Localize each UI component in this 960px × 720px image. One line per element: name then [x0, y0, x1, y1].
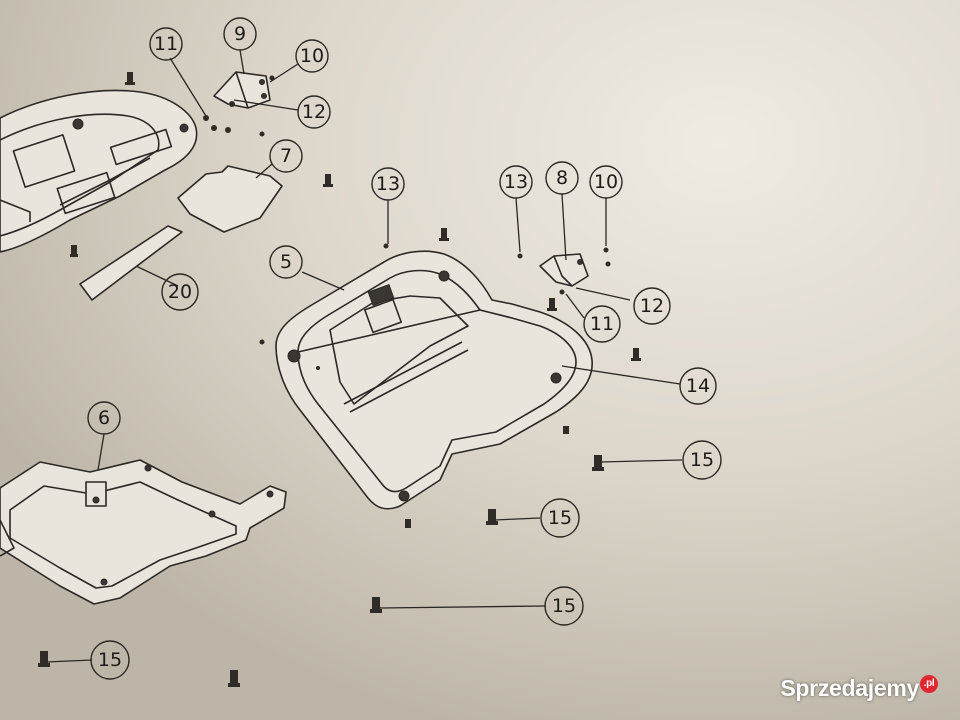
pin-d	[439, 228, 449, 241]
callout-11-top: 11	[149, 27, 183, 61]
svg-text:14: 14	[686, 375, 710, 397]
callout-13-left: 13	[371, 167, 405, 201]
pin-l	[405, 519, 411, 528]
callout-15-d: 15	[90, 640, 130, 680]
callout-8: 8	[545, 161, 579, 195]
svg-text:15: 15	[98, 649, 122, 671]
svg-text:13: 13	[504, 171, 528, 193]
callout-12-top: 12	[297, 95, 331, 129]
pin-a	[125, 72, 135, 85]
part-5-tray	[275, 250, 593, 510]
callout-5: 5	[269, 245, 303, 279]
console-housing	[0, 89, 198, 253]
callout-9: 9	[223, 17, 257, 51]
part-7-plate	[177, 165, 283, 233]
callout-15-a: 15	[682, 440, 722, 480]
pin-h	[486, 509, 498, 525]
callout-14: 14	[679, 367, 717, 405]
svg-text:11: 11	[590, 313, 614, 335]
screw-k	[559, 289, 565, 295]
screw-i	[603, 247, 609, 253]
svg-text:15: 15	[548, 507, 572, 529]
svg-text:6: 6	[98, 407, 110, 429]
svg-text:15: 15	[552, 595, 576, 617]
screw-c	[225, 127, 231, 133]
callout-20: 20	[161, 273, 199, 311]
screw-h	[517, 253, 523, 259]
svg-text:15: 15	[690, 449, 714, 471]
pin-g	[592, 455, 604, 471]
pin-m	[563, 426, 569, 434]
screw-g	[383, 243, 389, 249]
svg-text:5: 5	[280, 251, 292, 273]
screw-m	[316, 366, 320, 370]
part-8-bracket	[539, 253, 589, 287]
part-6-frame	[0, 459, 287, 605]
pin-f	[631, 348, 641, 361]
svg-text:10: 10	[594, 171, 618, 193]
svg-text:12: 12	[640, 295, 664, 317]
callout-10-right: 10	[589, 165, 623, 199]
pin-e	[547, 298, 557, 311]
callout-15-c: 15	[544, 586, 584, 626]
svg-text:10: 10	[300, 45, 324, 67]
part-20-strip	[79, 225, 183, 301]
callout-6: 6	[87, 401, 121, 435]
callout-11-right: 11	[583, 305, 621, 343]
callout-10-top: 10	[295, 39, 329, 73]
leader-lines	[45, 49, 683, 663]
watermark-badge: .pl	[920, 675, 938, 693]
callout-13-right: 13	[499, 165, 533, 199]
svg-text:7: 7	[280, 145, 292, 167]
screw-j	[605, 261, 611, 267]
svg-text:20: 20	[168, 281, 192, 303]
screw-d	[229, 101, 235, 107]
part-9-bracket	[213, 71, 271, 109]
site-watermark: Sprzedajemy.pl	[780, 675, 938, 702]
screw-a	[203, 115, 209, 121]
pin-c	[323, 174, 333, 187]
svg-text:12: 12	[302, 101, 326, 123]
pin-k	[228, 670, 240, 687]
pin-j	[38, 651, 50, 667]
svg-text:9: 9	[234, 23, 246, 45]
svg-text:8: 8	[556, 167, 568, 189]
callout-15-b: 15	[540, 498, 580, 538]
svg-text:11: 11	[154, 33, 178, 55]
fasteners	[38, 72, 641, 687]
screw-b	[211, 125, 217, 131]
pin-i	[370, 597, 382, 613]
screw-e	[259, 131, 265, 137]
pin-b	[70, 245, 78, 257]
callout-7: 7	[269, 139, 303, 173]
callout-12-right: 12	[633, 287, 671, 325]
watermark-text: Sprzedajemy	[780, 675, 919, 701]
screw-l	[259, 339, 265, 345]
svg-text:13: 13	[376, 173, 400, 195]
